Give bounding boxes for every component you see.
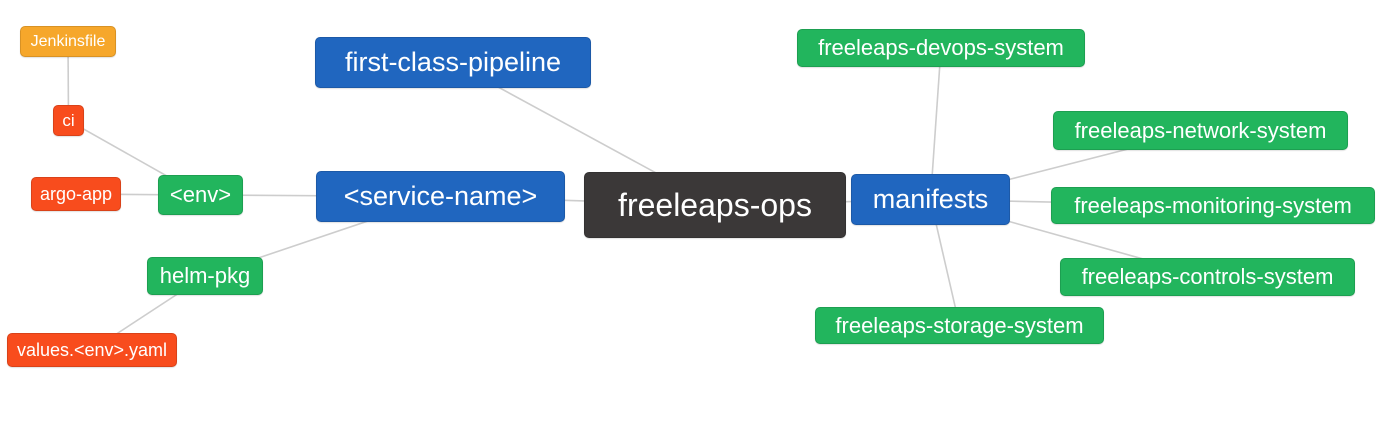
node-argo-app[interactable]: argo-app [31, 177, 121, 211]
node-label: Jenkinsfile [30, 32, 106, 50]
node-label: freeleaps-network-system [1074, 117, 1327, 143]
node-freeleaps-devops-system[interactable]: freeleaps-devops-system [797, 29, 1085, 67]
node-freeleaps-ops[interactable]: freeleaps-ops [584, 172, 846, 238]
node-helm-pkg[interactable]: helm-pkg [147, 257, 263, 295]
node-freeleaps-network-system[interactable]: freeleaps-network-system [1053, 111, 1348, 150]
node-label: <service-name> [343, 181, 538, 211]
node-label: argo-app [39, 184, 113, 204]
node-freeleaps-monitoring-system[interactable]: freeleaps-monitoring-system [1051, 187, 1375, 224]
node-first-class-pipeline[interactable]: first-class-pipeline [315, 37, 591, 88]
node-env[interactable]: <env> [158, 175, 243, 215]
node-label: freeleaps-ops [618, 187, 812, 223]
node-label: manifests [872, 184, 989, 214]
node-label: freeleaps-storage-system [835, 312, 1084, 338]
node-label: first-class-pipeline [344, 47, 562, 77]
node-service-name[interactable]: <service-name> [316, 171, 565, 222]
node-ci[interactable]: ci [53, 105, 84, 136]
node-label: helm-pkg [159, 263, 251, 288]
node-jenkinsfile[interactable]: Jenkinsfile [20, 26, 116, 57]
node-label: freeleaps-devops-system [818, 35, 1064, 60]
node-label: freeleaps-monitoring-system [1074, 192, 1352, 218]
node-label: <env> [169, 182, 232, 207]
node-freeleaps-controls-system[interactable]: freeleaps-controls-system [1060, 258, 1355, 296]
node-values-env-yaml[interactable]: values.<env>.yaml [7, 333, 177, 367]
node-manifests[interactable]: manifests [851, 174, 1010, 225]
node-label: values.<env>.yaml [16, 340, 168, 360]
node-label: freeleaps-controls-system [1081, 264, 1334, 289]
node-label: ci [62, 111, 75, 130]
node-freeleaps-storage-system[interactable]: freeleaps-storage-system [815, 307, 1104, 344]
